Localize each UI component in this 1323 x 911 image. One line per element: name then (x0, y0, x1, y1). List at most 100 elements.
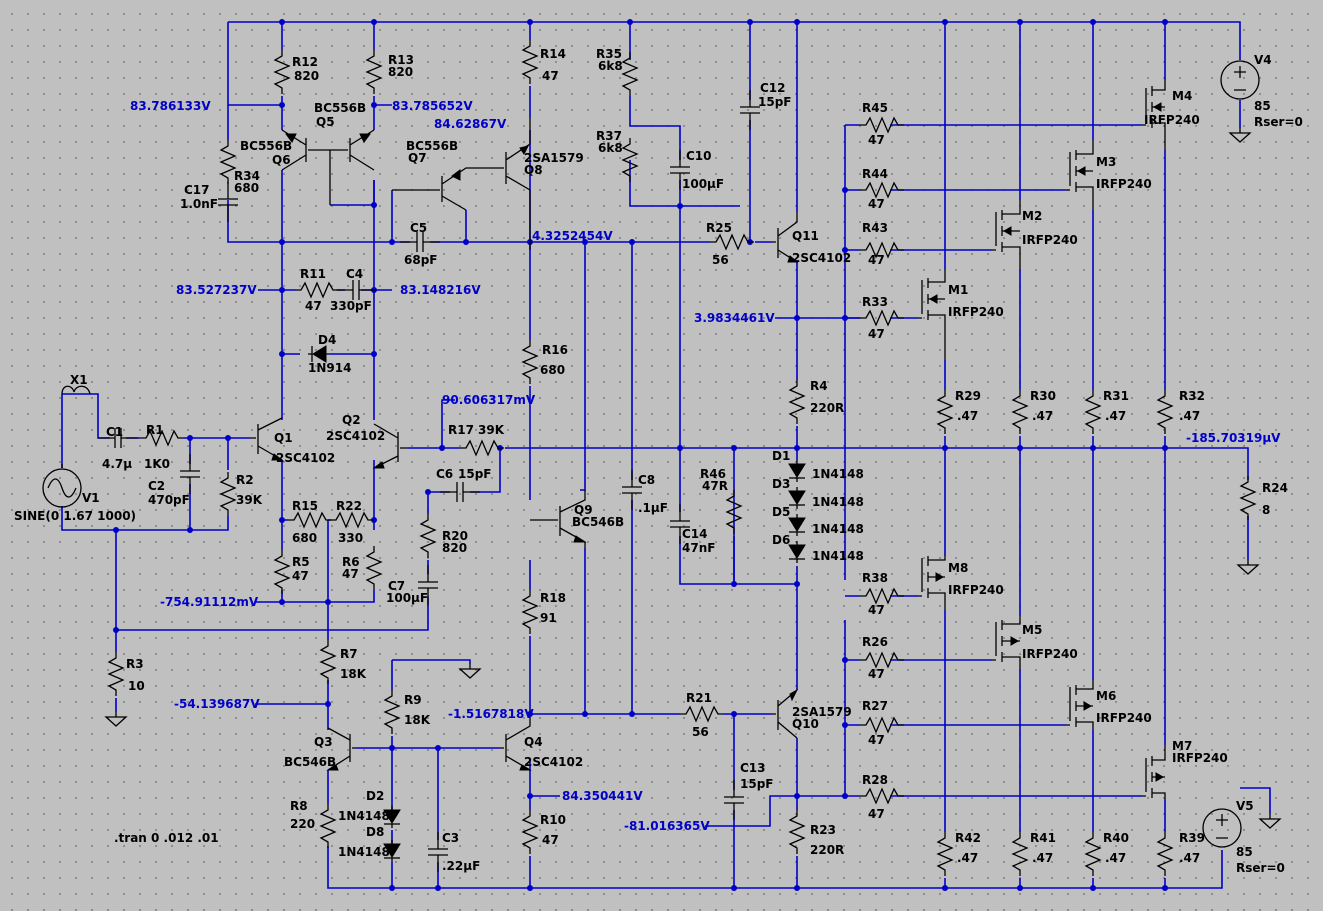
transistor-q5[interactable] (329, 129, 375, 205)
resistor-r33[interactable] (859, 310, 905, 326)
resistor-r20[interactable] (420, 513, 436, 559)
resistor-r29[interactable] (937, 389, 953, 435)
label-model: IRFP240 (1172, 751, 1228, 765)
label-model: 1N4148 (812, 467, 864, 481)
label-model: BC556B (406, 139, 458, 153)
transistor-q1[interactable] (250, 417, 284, 461)
voltage-source-v5[interactable] (1202, 808, 1242, 848)
resistor-r28[interactable] (859, 788, 905, 804)
label-ref: C13 (740, 761, 766, 775)
label-ref: M1 (948, 283, 968, 297)
label-model: 1N4148 (812, 549, 864, 563)
resistor-r5[interactable] (274, 549, 290, 595)
resistor-r38[interactable] (859, 588, 905, 604)
diode-d5[interactable] (788, 513, 806, 537)
resistor-r45[interactable] (859, 117, 905, 133)
label-value: .47 (1032, 851, 1053, 865)
spice-directive[interactable]: .tran 0 .012 .01 (114, 831, 219, 845)
resistor-r12[interactable] (274, 49, 290, 95)
mosfet-m7[interactable] (1142, 745, 1166, 800)
resistor-r6[interactable] (366, 545, 382, 591)
resistor-r4[interactable] (789, 379, 805, 425)
label-ref: R1 (146, 423, 164, 437)
resistor-r14[interactable] (522, 39, 538, 85)
resistor-r34[interactable] (220, 139, 236, 185)
mosfet-m1[interactable] (918, 270, 946, 360)
label-ref: C3 (442, 831, 459, 845)
label-value: 47 (868, 603, 885, 617)
resistor-r17[interactable] (459, 440, 505, 456)
transistor-q10[interactable] (772, 688, 799, 739)
transistor-q3[interactable] (326, 727, 356, 771)
resistor-r22[interactable] (329, 512, 375, 528)
resistor-r26[interactable] (859, 652, 905, 668)
mosfet-m4[interactable] (1142, 80, 1166, 150)
label-value: 18K (404, 713, 431, 727)
resistor-r32[interactable] (1157, 389, 1173, 435)
resistor-r9[interactable] (384, 689, 400, 735)
capacitor-c4[interactable] (335, 279, 377, 301)
resistor-r15[interactable] (287, 512, 333, 528)
resistor-r39[interactable] (1157, 831, 1173, 877)
resistor-r40[interactable] (1085, 831, 1101, 877)
voltage-source-v4[interactable] (1220, 60, 1260, 100)
capacitor-c5[interactable] (399, 231, 441, 253)
mosfet-m2[interactable] (992, 200, 1021, 270)
resistor-r13[interactable] (366, 49, 382, 95)
label-ref: R3 (126, 657, 144, 671)
capacitor-c12[interactable] (739, 89, 761, 131)
label-value: 18K (340, 667, 367, 681)
label-ref: C14 (682, 527, 708, 541)
resistor-r25[interactable] (709, 234, 755, 250)
resistor-r18[interactable] (522, 589, 538, 635)
mosfet-m8[interactable] (918, 556, 946, 610)
resistor-r44[interactable] (859, 182, 905, 198)
label-ref: R35 (596, 47, 622, 61)
transistor-q9[interactable] (530, 490, 587, 548)
label-ref: R21 (686, 691, 712, 705)
resistor-r30[interactable] (1012, 389, 1028, 435)
label-model: 2SC4102 (524, 755, 583, 769)
capacitor-c6[interactable] (439, 481, 481, 503)
transistor-q8[interactable] (500, 118, 531, 250)
transistor-q11[interactable] (772, 212, 799, 263)
resistor-r10[interactable] (522, 809, 538, 855)
resistor-r11[interactable] (294, 282, 340, 298)
voltage-label: 83.527237V (176, 283, 257, 297)
label-ref: R43 (862, 221, 888, 235)
diode-d1[interactable] (788, 459, 806, 483)
mosfet-m3[interactable] (1066, 140, 1094, 210)
resistor-r21[interactable] (679, 706, 725, 722)
resistor-r41[interactable] (1012, 831, 1028, 877)
ground-icon (1259, 813, 1281, 829)
resistor-r16[interactable] (522, 339, 538, 385)
capacitor-c2[interactable] (179, 453, 201, 495)
resistor-r24[interactable] (1240, 475, 1256, 521)
diode-d6[interactable] (788, 540, 806, 564)
resistor-r8[interactable] (320, 803, 336, 849)
diode-d4[interactable] (307, 345, 331, 363)
label-model: IRFP240 (948, 305, 1004, 319)
diode-d3[interactable] (788, 486, 806, 510)
resistor-r23[interactable] (789, 809, 805, 855)
resistor-r7[interactable] (320, 639, 336, 685)
label-ref: Q10 (792, 717, 819, 731)
resistor-r3[interactable] (108, 651, 124, 697)
label-value: 680 (234, 181, 259, 195)
resistor-r27[interactable] (859, 717, 905, 733)
mosfet-m6[interactable] (1066, 680, 1094, 730)
transistor-q6[interactable] (281, 129, 330, 171)
resistor-r42[interactable] (937, 831, 953, 877)
voltage-source-v1[interactable] (42, 464, 82, 508)
port-x1[interactable] (61, 385, 91, 395)
label-ref: Q2 (342, 413, 361, 427)
resistor-r35[interactable] (622, 51, 638, 97)
label-value: 6k8 (598, 141, 623, 155)
transistor-q2[interactable] (372, 423, 408, 469)
resistor-r31[interactable] (1085, 389, 1101, 435)
resistor-r2[interactable] (220, 471, 236, 517)
transistor-q7[interactable] (392, 167, 500, 211)
transistor-q4[interactable] (500, 714, 532, 771)
mosfet-m5[interactable] (992, 616, 1021, 670)
